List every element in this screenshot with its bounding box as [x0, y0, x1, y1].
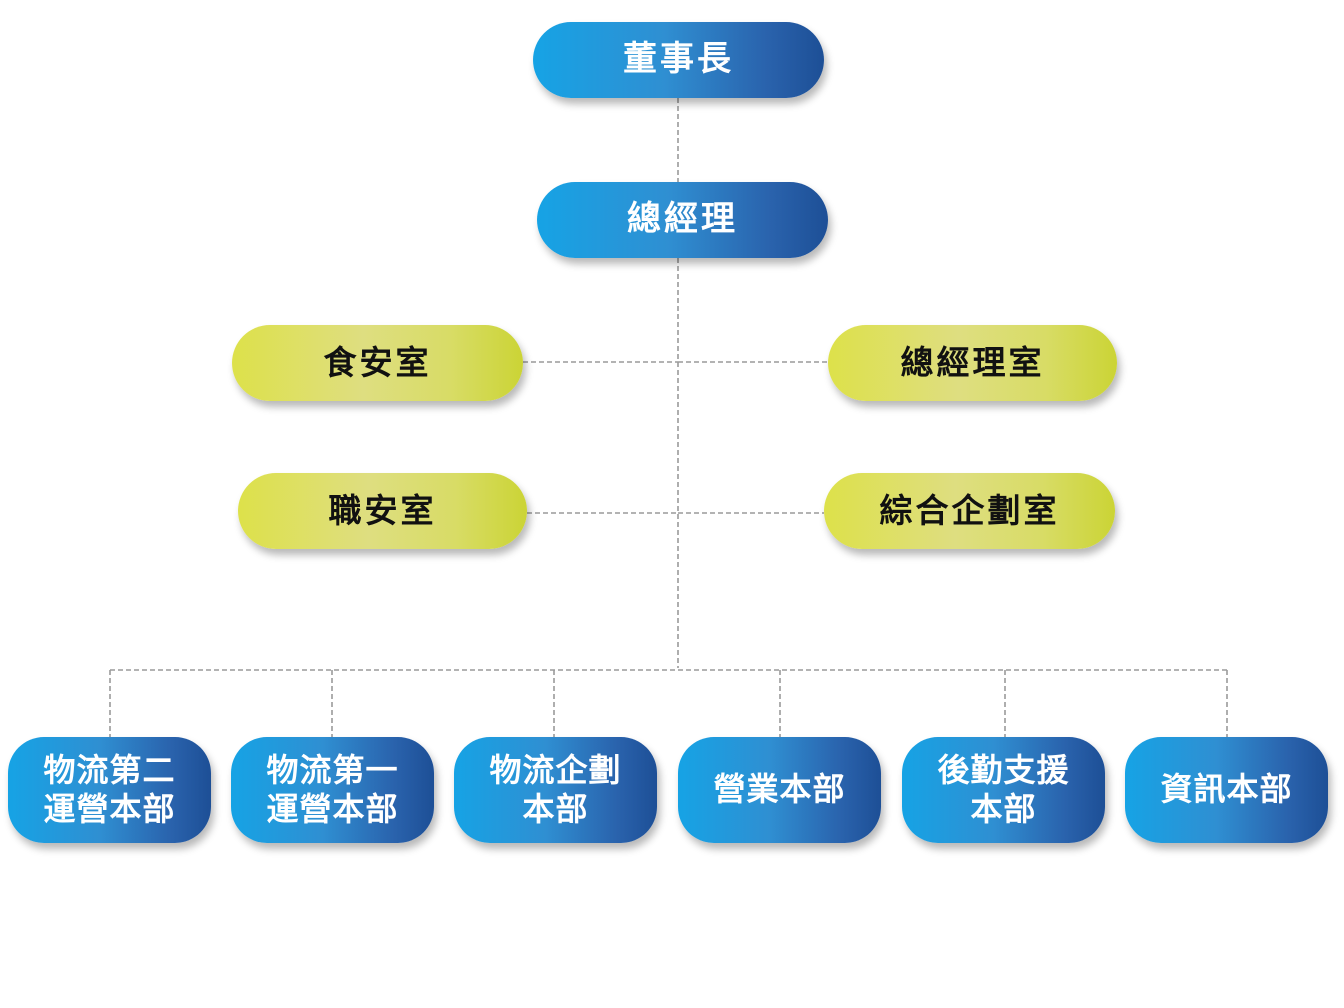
general-manager-node: 總經理	[537, 182, 828, 258]
food-safety-office-label: 食安室	[323, 342, 432, 382]
division-node: 營業本部	[678, 737, 881, 843]
chairman-label: 董事長	[623, 39, 734, 80]
division-node: 物流企劃 本部	[454, 737, 657, 843]
division-label: 物流企劃 本部	[489, 750, 622, 828]
division-label: 物流第二 運營本部	[43, 750, 176, 828]
general-manager-label: 總經理	[627, 199, 738, 240]
division-label: 物流第一 運營本部	[266, 750, 399, 828]
occupational-safety-office-node: 職安室	[238, 473, 527, 549]
division-label: 資訊本部	[1160, 770, 1293, 809]
division-node: 後勤支援 本部	[902, 737, 1105, 843]
division-label: 後勤支援 本部	[937, 750, 1070, 828]
division-node: 資訊本部	[1125, 737, 1328, 843]
food-safety-office-node: 食安室	[232, 325, 523, 401]
chairman-node: 董事長	[533, 22, 824, 98]
planning-office-node: 綜合企劃室	[824, 473, 1115, 549]
division-node: 物流第二 運營本部	[8, 737, 211, 843]
gm-office-node: 總經理室	[828, 325, 1117, 401]
division-label: 營業本部	[713, 770, 846, 809]
occupational-safety-office-label: 職安室	[328, 490, 437, 530]
gm-office-label: 總經理室	[900, 342, 1045, 382]
division-node: 物流第一 運營本部	[231, 737, 434, 843]
planning-office-label: 綜合企劃室	[879, 490, 1060, 530]
